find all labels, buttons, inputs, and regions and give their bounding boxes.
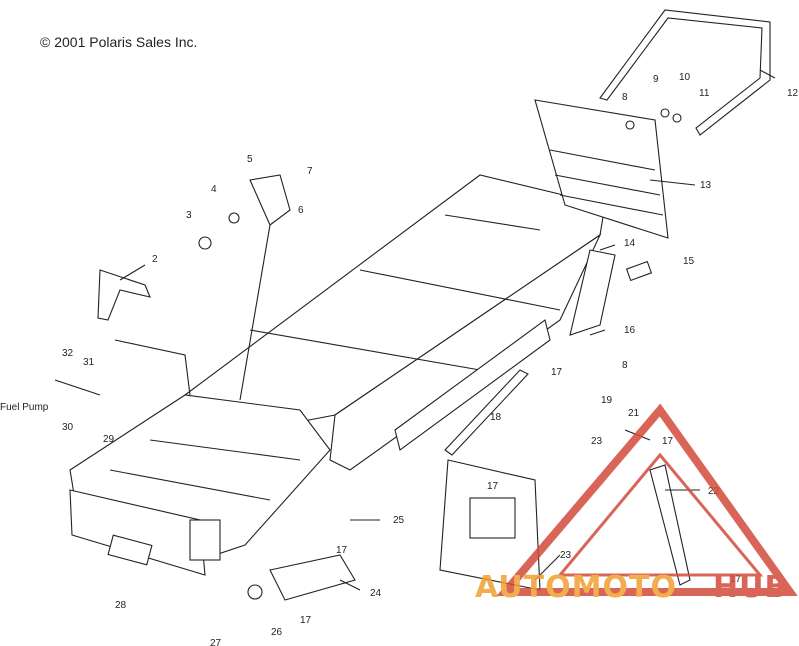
callout: 14 — [624, 238, 636, 249]
plate-24 — [269, 554, 356, 601]
callout: 8 — [622, 92, 628, 103]
part-26 — [247, 584, 263, 600]
callout: 28 — [115, 600, 127, 611]
callout: 4 — [211, 184, 217, 195]
callout: 21 — [628, 408, 640, 419]
callout: 27 — [210, 638, 222, 646]
callout: 23 — [591, 436, 603, 447]
nut-11 — [672, 113, 682, 123]
copyright-text: © 2001 Polaris Sales Inc. — [40, 34, 197, 50]
callout: 29 — [103, 434, 115, 445]
callout: 8 — [622, 360, 628, 371]
callout: 25 — [393, 515, 405, 526]
callout: 17 — [487, 481, 499, 492]
callout: 17 — [300, 615, 312, 626]
callout: 30 — [62, 422, 74, 433]
callout: 24 — [370, 588, 382, 599]
part-16 — [569, 249, 616, 336]
watermark-text-a: AUTOMOTO — [475, 570, 677, 605]
callout: 17 — [551, 367, 563, 378]
callout: 17 — [336, 545, 348, 556]
bumper-12 — [599, 9, 771, 136]
rail-18 — [444, 369, 529, 456]
callout: 7 — [307, 166, 313, 177]
bracket-22 — [649, 464, 691, 586]
flap-13 — [534, 99, 669, 239]
fuel-pump-label: Fuel Pump — [0, 402, 49, 413]
bolt-3 — [198, 236, 212, 250]
bracket-5 — [249, 174, 291, 226]
panel-23-window — [469, 497, 516, 539]
callout: 26 — [271, 627, 283, 638]
part-15 — [625, 260, 653, 282]
callout: 13 — [700, 180, 712, 191]
washer-10 — [660, 108, 670, 118]
callout: 19 — [601, 395, 613, 406]
leader-lines — [54, 69, 776, 591]
callout: 6 — [298, 205, 304, 216]
callout: 23 — [560, 550, 572, 561]
callout: 16 — [624, 325, 636, 336]
watermark-logo: AUTOMOTO HUB — [475, 403, 798, 605]
callout: 11 — [699, 88, 710, 99]
callout: 32 — [62, 348, 74, 359]
callout: 15 — [683, 256, 695, 267]
nut-4 — [228, 212, 240, 224]
callout: 10 — [679, 72, 691, 83]
bracket-2 — [97, 269, 151, 321]
callout: 12 — [787, 88, 799, 99]
front-bulkhead — [69, 394, 331, 576]
callout: 18 — [490, 412, 502, 423]
chassis-tunnel — [184, 174, 606, 471]
callout: 31 — [83, 357, 95, 368]
callout: 9 — [653, 74, 659, 85]
watermark-text-b: HUB — [713, 570, 788, 605]
callout: 17 — [730, 574, 742, 585]
fastener-8 — [625, 120, 635, 130]
callout: 2 — [152, 254, 158, 265]
callout: 5 — [247, 154, 253, 165]
callout: 17 — [662, 436, 674, 447]
callout: 3 — [186, 210, 192, 221]
